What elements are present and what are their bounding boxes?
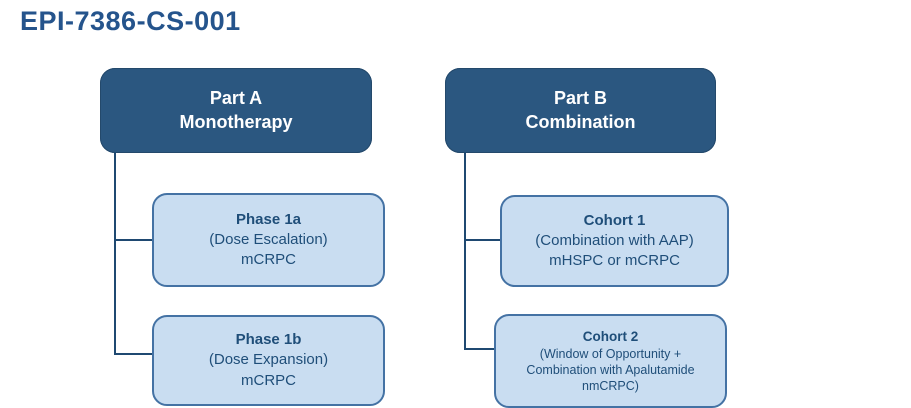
phase-1a-description: (Dose Escalation) [209, 230, 328, 248]
part-b-connector-vertical [464, 152, 466, 350]
cohort-1-title: Cohort 1 [583, 211, 646, 229]
part-b-subtitle: Combination [525, 111, 636, 132]
phase-1b-title: Phase 1b [235, 331, 302, 349]
cohort-1-box: Cohort 1 (Combination with AAP) mHSPC or… [500, 195, 729, 287]
part-a-connector-vertical [114, 152, 116, 355]
cohort-2-box: Cohort 2 (Window of Opportunity + Combin… [494, 314, 727, 408]
phase-1b-box: Phase 1b (Dose Expansion) mCRPC [152, 315, 385, 406]
phase-1a-population: mCRPC [241, 251, 296, 269]
phase-1b-population: mCRPC [241, 371, 296, 389]
part-b-connector-to-cohort-1 [464, 239, 500, 241]
cohort-1-description: (Combination with AAP) [535, 231, 694, 249]
phase-1a-box: Phase 1a (Dose Escalation) mCRPC [152, 193, 385, 287]
part-a-connector-to-phase-1a [114, 239, 152, 241]
part-a-name: Part A [209, 88, 263, 109]
part-a-header-box: Part A Monotherapy [100, 68, 372, 153]
part-b-connector-to-cohort-2 [464, 348, 494, 350]
part-a-subtitle: Monotherapy [179, 111, 293, 132]
phase-1b-description: (Dose Expansion) [208, 351, 329, 369]
cohort-2-description-line-2: Combination with Apalutamide [526, 362, 695, 377]
cohort-2-population: nmCRPC) [582, 379, 639, 394]
part-b-header-box: Part B Combination [445, 68, 716, 153]
part-b-name: Part B [553, 88, 607, 109]
part-a-connector-to-phase-1b [114, 353, 152, 355]
phase-1a-title: Phase 1a [235, 210, 302, 228]
cohort-1-population: mHSPC or mCRPC [549, 252, 680, 270]
cohort-2-description-line-1: (Window of Opportunity + [539, 346, 682, 361]
cohort-2-title: Cohort 2 [582, 328, 639, 344]
page-title: EPI-7386-CS-001 [20, 6, 241, 36]
